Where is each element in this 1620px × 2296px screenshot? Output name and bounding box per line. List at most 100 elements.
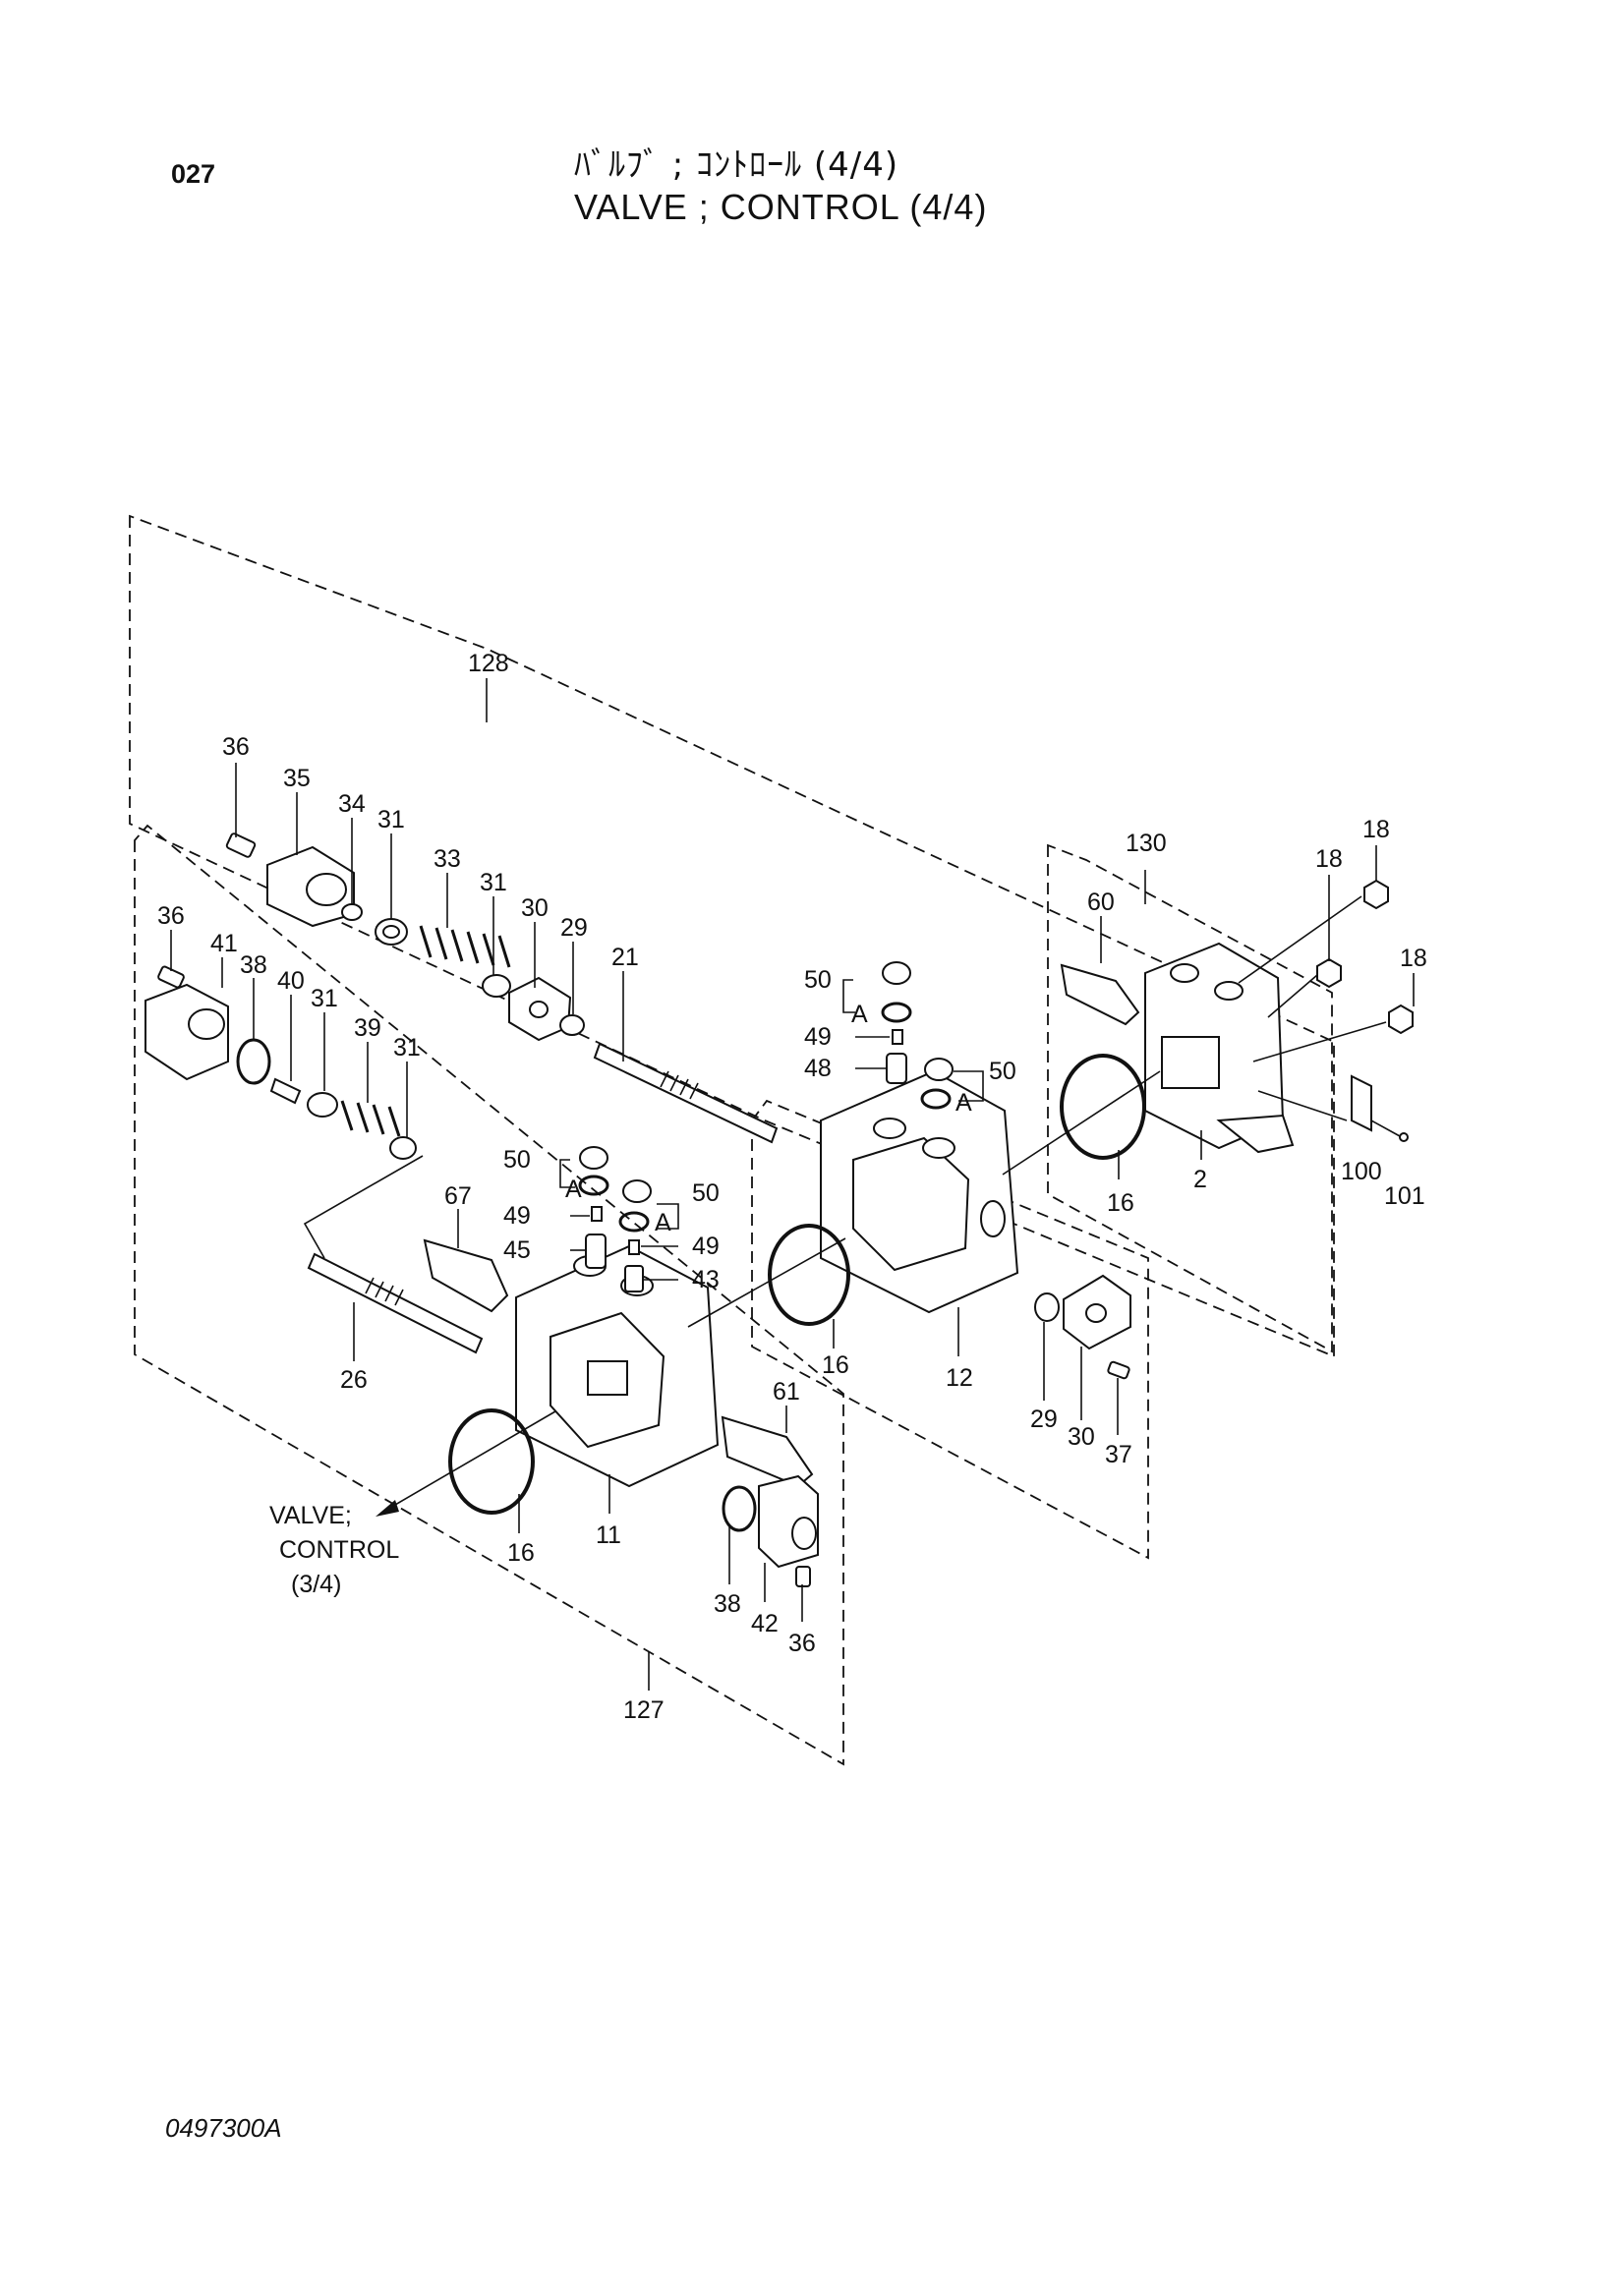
relief-valve-60 bbox=[1060, 963, 1140, 1026]
callout-49-lower-a: 49 bbox=[503, 1202, 531, 1230]
drawing-id: 0497300A bbox=[165, 2113, 282, 2143]
oring-38-left bbox=[236, 1038, 271, 1085]
callout-A-upper-a: A bbox=[851, 1001, 868, 1028]
callout-A-upper-b: A bbox=[955, 1089, 972, 1117]
callout-A-lower-b: A bbox=[655, 1209, 671, 1236]
callout-127: 127 bbox=[623, 1696, 665, 1724]
callout-50-upper-b: 50 bbox=[989, 1058, 1016, 1085]
callout-41: 41 bbox=[210, 930, 238, 957]
bolt-36-lower-right bbox=[795, 1566, 811, 1587]
callout-43: 43 bbox=[692, 1266, 720, 1293]
callout-30-top: 30 bbox=[521, 894, 549, 922]
spool-21 bbox=[593, 1042, 779, 1144]
callout-38-right: 38 bbox=[714, 1590, 741, 1618]
washer-31-upper-a bbox=[375, 918, 408, 946]
callout-49-upper: 49 bbox=[804, 1023, 832, 1051]
title-japanese: ﾊﾞﾙﾌﾞ ; ｺﾝﾄﾛｰﾙ (4/4) bbox=[574, 145, 899, 185]
callout-45: 45 bbox=[503, 1236, 531, 1264]
group-subassembly-boundary bbox=[751, 1099, 1149, 1560]
spring-39 bbox=[340, 1100, 401, 1137]
callout-31-a: 31 bbox=[377, 806, 405, 833]
callout-100: 100 bbox=[1341, 1158, 1382, 1185]
plug-67 bbox=[423, 1238, 509, 1313]
callout-50-upper-a: 50 bbox=[804, 966, 832, 994]
callout-31-d: 31 bbox=[393, 1034, 421, 1062]
callout-16-endcover: 16 bbox=[1107, 1189, 1134, 1217]
oring-16-body11 bbox=[448, 1408, 535, 1515]
callout-101: 101 bbox=[1384, 1182, 1425, 1210]
cap-50-a bbox=[578, 1146, 609, 1196]
nut-18-a bbox=[1363, 879, 1389, 910]
oring-16-endcover bbox=[1060, 1054, 1146, 1160]
callout-42: 42 bbox=[751, 1610, 779, 1637]
callout-33: 33 bbox=[434, 845, 461, 873]
callout-49-lower-b: 49 bbox=[692, 1233, 720, 1260]
group-128-boundary bbox=[129, 514, 1335, 1358]
callout-67: 67 bbox=[444, 1182, 472, 1210]
callout-18-c: 18 bbox=[1400, 945, 1427, 972]
oring-38-right bbox=[722, 1485, 757, 1532]
cap-50-d bbox=[920, 1058, 954, 1110]
callout-18-a: 18 bbox=[1362, 816, 1390, 843]
spring-49-c bbox=[892, 1029, 903, 1045]
spool-26 bbox=[307, 1252, 484, 1354]
callout-29-lower: 29 bbox=[1030, 1406, 1058, 1433]
reference-label-line2: CONTROL bbox=[279, 1536, 399, 1564]
spring-49-a bbox=[591, 1206, 603, 1222]
pin-40 bbox=[269, 1077, 302, 1105]
callout-40: 40 bbox=[277, 967, 305, 995]
callout-37: 37 bbox=[1105, 1441, 1132, 1468]
callout-128: 128 bbox=[468, 650, 509, 677]
plug-43 bbox=[624, 1265, 644, 1292]
callout-48: 48 bbox=[804, 1055, 832, 1082]
valve-body-12 bbox=[820, 1069, 1019, 1314]
callout-36-top: 36 bbox=[222, 733, 250, 761]
callout-2: 2 bbox=[1193, 1166, 1207, 1193]
page-number: 027 bbox=[171, 159, 216, 189]
oring-16-body12 bbox=[768, 1224, 850, 1326]
valve-body-11 bbox=[515, 1244, 720, 1488]
screw-101 bbox=[1399, 1132, 1409, 1142]
cover-35 bbox=[266, 845, 355, 928]
callout-61: 61 bbox=[773, 1378, 800, 1406]
plug-48 bbox=[886, 1053, 907, 1084]
spring-33 bbox=[419, 925, 511, 968]
plate-30-upper bbox=[508, 976, 572, 1042]
end-cover-2 bbox=[1144, 942, 1295, 1154]
nut-18-c bbox=[1388, 1004, 1414, 1035]
callout-36-left: 36 bbox=[157, 902, 185, 930]
cap-50-c bbox=[881, 961, 912, 1023]
callout-11: 11 bbox=[596, 1521, 621, 1549]
reference-label-line1: VALVE; bbox=[269, 1502, 352, 1529]
callout-30-lower: 30 bbox=[1068, 1423, 1095, 1451]
bolt-37 bbox=[1107, 1360, 1130, 1380]
relief-valve-61 bbox=[721, 1415, 814, 1488]
callout-31-b: 31 bbox=[480, 869, 507, 896]
group-127-boundary bbox=[134, 824, 844, 1766]
callout-36-right: 36 bbox=[788, 1630, 816, 1657]
spring-49-b bbox=[628, 1239, 640, 1255]
seal-29-lower bbox=[1034, 1292, 1060, 1322]
callout-50-lower-a: 50 bbox=[503, 1146, 531, 1174]
callout-39: 39 bbox=[354, 1014, 381, 1042]
seal-34 bbox=[341, 903, 363, 921]
callout-60: 60 bbox=[1087, 889, 1115, 916]
title-english: VALVE ; CONTROL (4/4) bbox=[574, 187, 988, 227]
seal-29-upper bbox=[559, 1014, 585, 1036]
leader-lines bbox=[170, 678, 1415, 1691]
callout-34: 34 bbox=[338, 790, 366, 818]
cover-42 bbox=[758, 1474, 819, 1569]
washer-31-lower-b bbox=[389, 1136, 417, 1160]
connector-line bbox=[303, 1155, 424, 1259]
callout-18-b: 18 bbox=[1315, 845, 1343, 873]
tie-rod-lines bbox=[1238, 895, 1401, 1137]
callout-130: 130 bbox=[1126, 830, 1167, 857]
cover-41 bbox=[145, 983, 229, 1081]
plug-45 bbox=[585, 1234, 607, 1269]
callout-50-lower-b: 50 bbox=[692, 1179, 720, 1207]
callout-21: 21 bbox=[611, 944, 639, 971]
callout-38-left: 38 bbox=[240, 951, 267, 979]
nut-18-b bbox=[1316, 957, 1342, 989]
group-130-boundary bbox=[1047, 843, 1333, 1353]
